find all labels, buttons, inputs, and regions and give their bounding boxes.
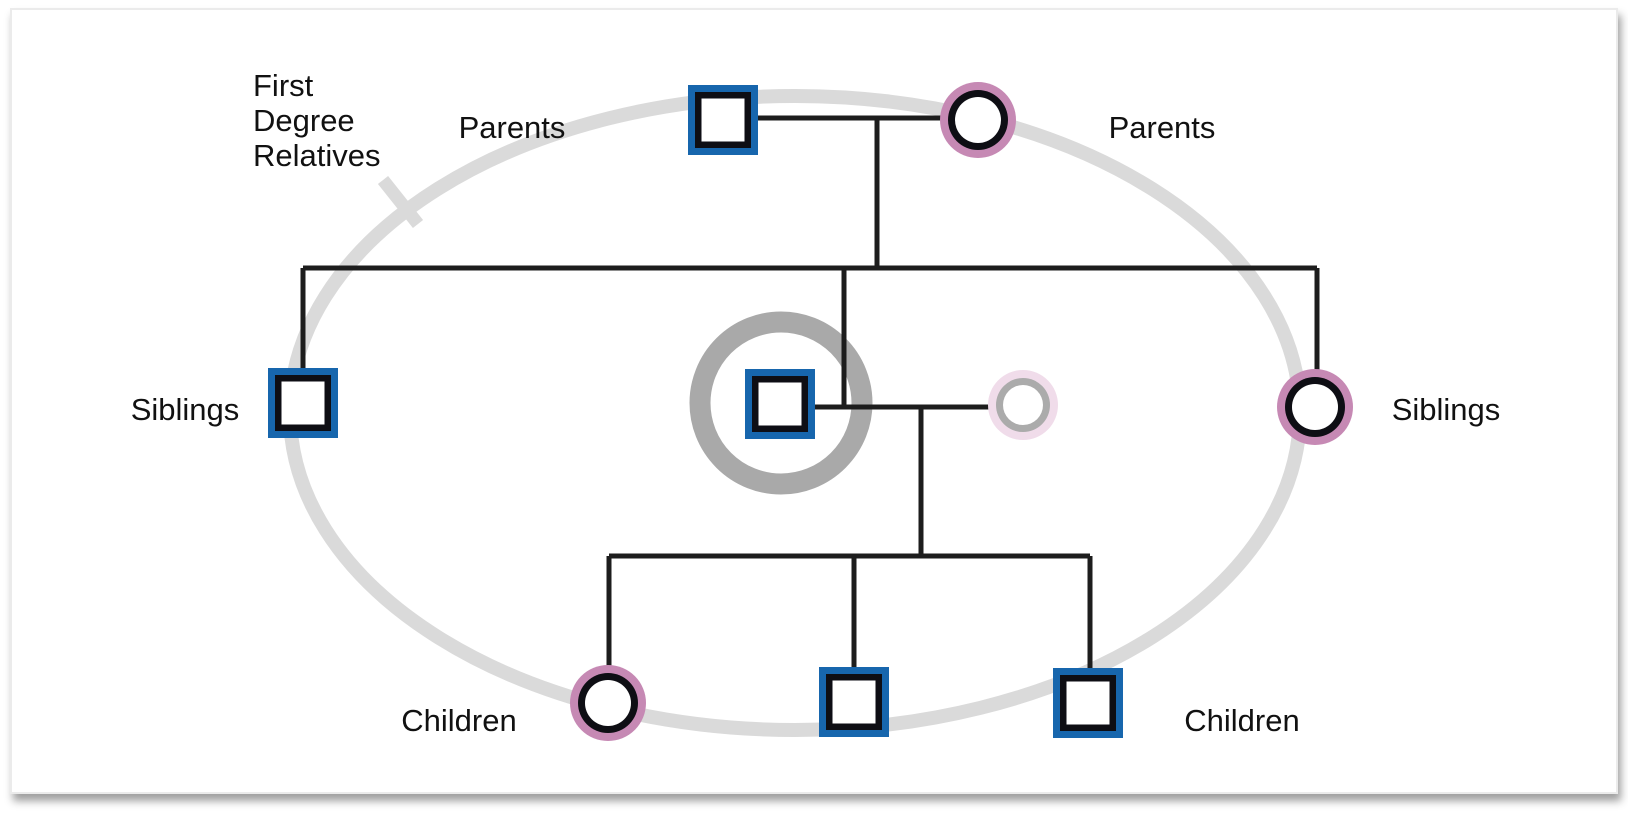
son1-male-symbol [819, 667, 889, 737]
parents-label-right: Parents [1109, 110, 1216, 145]
parents-label-left: Parents [459, 110, 566, 145]
mother-female-symbol [940, 82, 1016, 158]
text-labels: First Degree Relatives Parents Parents S… [131, 68, 1501, 738]
brother-male-symbol [268, 368, 338, 438]
person-symbols [268, 82, 1353, 741]
father-male-symbol [688, 85, 758, 155]
label-callout-tick [377, 175, 424, 229]
pedigree-card: First Degree Relatives Parents Parents S… [10, 8, 1618, 794]
first-degree-label-line2: Degree [253, 103, 355, 138]
proband-highlight-ring [689, 311, 873, 495]
children-label-right: Children [1184, 703, 1299, 738]
first-degree-label-line1: First [253, 68, 314, 103]
siblings-label-left: Siblings [131, 392, 240, 427]
proband-male-symbol [745, 369, 815, 439]
pedigree-diagram: First Degree Relatives Parents Parents S… [131, 68, 1501, 741]
sister-female-symbol [1277, 369, 1353, 445]
son2-male-symbol [1053, 668, 1123, 738]
children-label-left: Children [401, 703, 516, 738]
partner-faded-female-symbol [988, 370, 1058, 440]
daughter-female-symbol [570, 665, 646, 741]
first-degree-label-line3: Relatives [253, 138, 381, 173]
siblings-label-right: Siblings [1392, 392, 1501, 427]
